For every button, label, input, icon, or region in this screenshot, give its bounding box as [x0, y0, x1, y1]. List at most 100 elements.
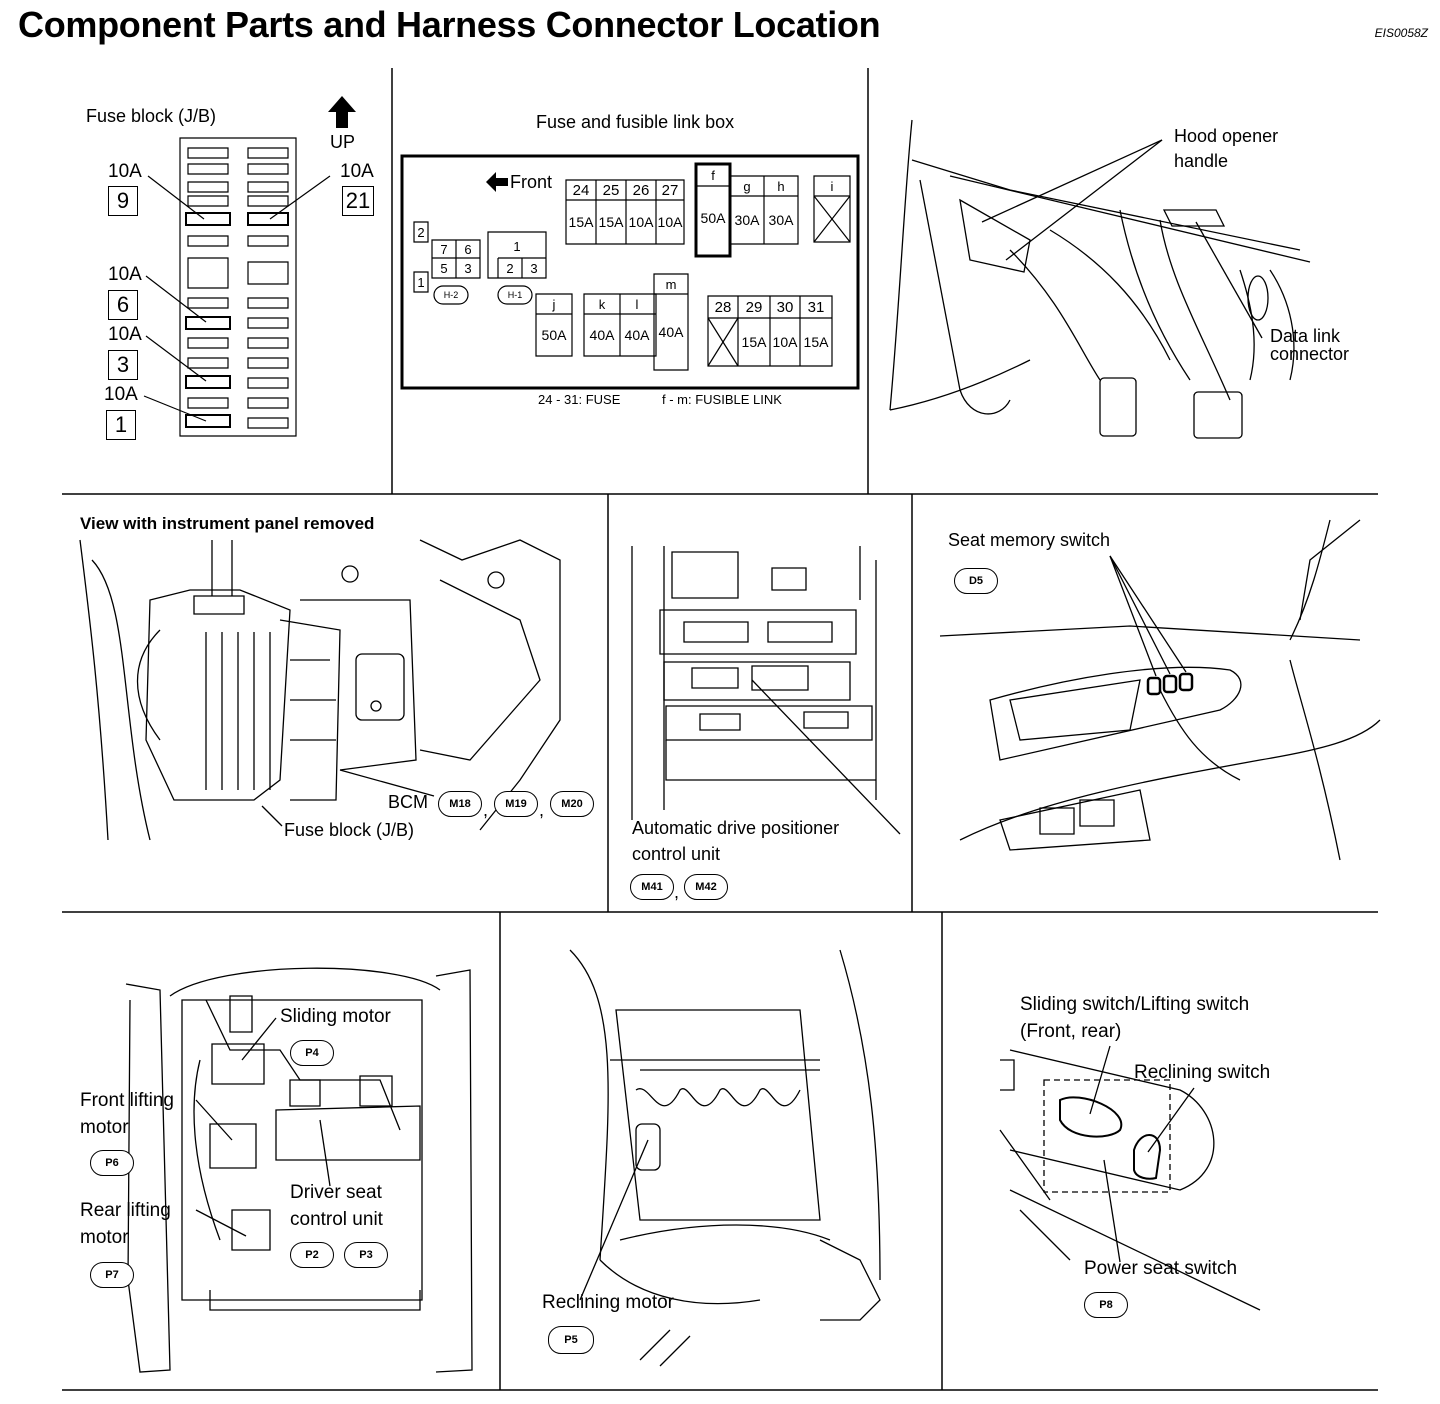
link-h-amp: 30A: [768, 212, 794, 228]
fuse-3-number: 3: [108, 350, 138, 380]
relay-right-3: 3: [530, 260, 538, 276]
seat-memory-switch-label: Seat memory switch: [948, 530, 1111, 550]
connector-m19: M19: [494, 791, 538, 817]
relay-1-label: 1: [417, 274, 425, 290]
relay-6-label: 6: [464, 241, 472, 257]
up-arrow-icon: [328, 96, 356, 128]
instrument-view-label: View with instrument panel removed: [80, 514, 375, 533]
link-m-id: m: [665, 276, 677, 292]
fuse-1-number: 1: [106, 410, 136, 440]
front-lifting-label-1: Front lifting: [80, 1090, 174, 1111]
link-f-id: f: [711, 167, 715, 183]
hood-opener-drawing: [890, 120, 1310, 438]
fuse-28-num: 28: [714, 298, 732, 316]
fuse-1-amp: 10A: [104, 384, 138, 405]
link-j-amp: 50A: [541, 327, 567, 343]
link-g-amp: 30A: [734, 212, 760, 228]
fuse-30-num: 30: [776, 298, 794, 316]
rear-lifting-label-1: Rear lifting: [80, 1200, 171, 1221]
fuse-9-number: 9: [108, 186, 138, 216]
connector-p8: P8: [1084, 1292, 1128, 1318]
adp-label-line2: control unit: [632, 844, 721, 864]
bcm-label: BCM: [388, 792, 428, 812]
fusible-link-box-drawing: [402, 156, 858, 388]
reclining-switch-label: Reclining switch: [1134, 1062, 1271, 1083]
adp-unit-drawing: [632, 546, 900, 834]
link-l-amp: 40A: [624, 327, 650, 343]
fuse-27-amp: 10A: [657, 214, 683, 230]
connector-p6: P6: [90, 1150, 134, 1176]
connector-p3: P3: [344, 1242, 388, 1268]
connector-h1: H-1: [507, 290, 523, 300]
connector-d5: D5: [954, 568, 998, 594]
instrument-panel-drawing: [80, 540, 560, 840]
connector-p2: P2: [290, 1242, 334, 1268]
power-seat-switch-label: Power seat switch: [1084, 1258, 1238, 1279]
reclining-seat-drawing: [570, 950, 880, 1366]
up-label: UP: [330, 132, 356, 152]
fuse-6-number: 6: [108, 290, 138, 320]
data-link-label: Data link: [1270, 326, 1341, 346]
fuse-25-num: 25: [602, 181, 620, 199]
fuse-block-drawing: [144, 138, 330, 436]
fuse-31-num: 31: [807, 298, 825, 316]
front-label: Front: [510, 172, 553, 192]
sliding-switch-label: Sliding switch/Lifting switch: [1020, 994, 1250, 1015]
fuse-31-amp: 15A: [803, 334, 829, 350]
fuse-21-number: 21: [342, 186, 374, 216]
fuse-6-amp: 10A: [108, 264, 142, 285]
relay-3-label: 3: [464, 260, 472, 276]
connector-m18: M18: [438, 791, 482, 817]
hood-opener-handle-label: handle: [1174, 151, 1229, 171]
fuse-29-amp: 15A: [741, 334, 767, 350]
link-k-id: k: [598, 296, 606, 312]
instrument-fuse-block-label: Fuse block (J/B): [284, 820, 415, 840]
fuse-30-amp: 10A: [772, 334, 798, 350]
link-h-id: h: [777, 178, 785, 194]
reclining-motor-label: Reclining motor: [542, 1292, 674, 1313]
sliding-motor-label: Sliding motor: [280, 1006, 391, 1027]
driver-seat-label-1: Driver seat: [290, 1182, 382, 1203]
relay-5-label: 5: [440, 260, 448, 276]
power-seat-switch-drawing: [1000, 1046, 1260, 1310]
link-g-id: g: [743, 178, 751, 194]
connector-m20: M20: [550, 791, 594, 817]
driver-seat-label-2: control unit: [290, 1209, 383, 1230]
link-k-amp: 40A: [589, 327, 615, 343]
front-lifting-label-2: motor: [80, 1117, 129, 1138]
connector-m41: M41: [630, 874, 674, 900]
fuse-9-amp: 10A: [108, 161, 142, 182]
document-code: EIS0058Z: [1374, 26, 1428, 40]
rear-lifting-label-2: motor: [80, 1227, 129, 1248]
relay-7-label: 7: [440, 241, 448, 257]
fuse-24-num: 24: [572, 181, 590, 199]
seat-frame-drawing: [126, 968, 472, 1372]
fuse-3-amp: 10A: [108, 324, 142, 345]
door-panel-drawing: [940, 520, 1380, 860]
connector-p7: P7: [90, 1262, 134, 1288]
fuse-26-amp: 10A: [628, 214, 654, 230]
hood-opener-label: Hood opener: [1174, 126, 1279, 146]
fuse-27-num: 27: [661, 181, 679, 199]
link-m-amp: 40A: [658, 324, 684, 340]
fuse-24-amp: 15A: [568, 214, 594, 230]
data-link-connector-label: connector: [1270, 344, 1350, 364]
relay-2-label: 2: [417, 224, 425, 240]
front-rear-label: (Front, rear): [1020, 1021, 1122, 1042]
link-f-amp: 50A: [700, 210, 726, 226]
relay-right-1: 1: [513, 238, 521, 254]
connector-p5: P5: [548, 1326, 594, 1354]
link-l-id: l: [635, 296, 639, 312]
fuse-29-num: 29: [745, 298, 763, 316]
front-arrow-icon: [486, 172, 508, 192]
legend-fuse: 24 - 31: FUSE: [538, 392, 621, 407]
fuse-26-num: 26: [632, 181, 650, 199]
fuse-21-amp: 10A: [340, 161, 374, 182]
connector-h2: H-2: [443, 290, 459, 300]
relay-right-2: 2: [506, 260, 514, 276]
connector-p4: P4: [290, 1040, 334, 1066]
connector-m42: M42: [684, 874, 728, 900]
link-i-id: i: [830, 178, 834, 194]
adp-label-line1: Automatic drive positioner: [632, 818, 840, 838]
